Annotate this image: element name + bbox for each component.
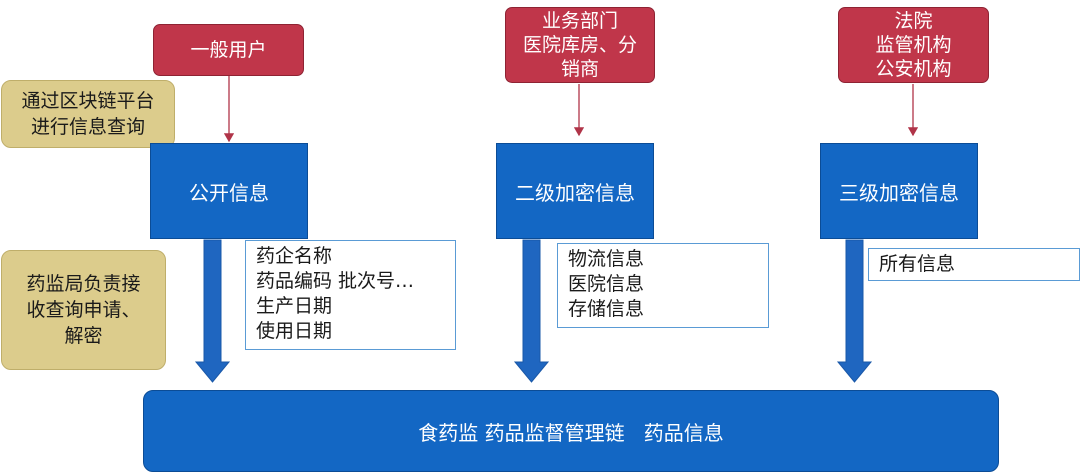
level-box-secondary: 二级加密信息 <box>496 143 654 239</box>
info-list-tertiary: 所有信息 <box>868 248 1080 281</box>
info-list-secondary: 物流信息 医院信息 存储信息 <box>557 243 769 328</box>
note-fda-decrypt: 药监局负责接 收查询申请、 解密 <box>1 250 166 370</box>
down-arrow-1 <box>194 239 231 383</box>
user-box-business: 业务部门 医院库房、分 销商 <box>505 7 655 83</box>
user-box-authorities: 法院 监管机构 公安机构 <box>838 7 989 83</box>
level-box-public: 公开信息 <box>150 143 308 239</box>
down-arrow-2 <box>513 239 550 383</box>
user-box-general: 一般用户 <box>153 24 304 76</box>
note-blockchain-query: 通过区块链平台 进行信息查询 <box>1 80 175 148</box>
level-box-tertiary: 三级加密信息 <box>820 143 978 239</box>
down-arrow-3 <box>836 239 873 383</box>
regulatory-chain-bar: 食药监 药品监督管理链 药品信息 <box>143 390 999 472</box>
info-list-public: 药企名称 药品编码 批次号… 生产日期 使用日期 <box>245 240 456 350</box>
